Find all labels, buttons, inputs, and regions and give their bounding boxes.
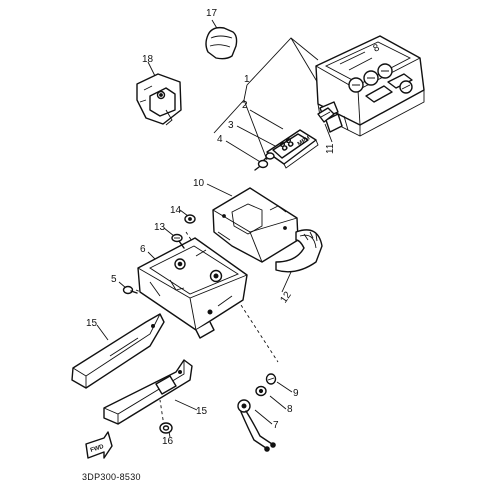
- part-15-bracket-upper: [71, 313, 165, 389]
- part-16-grommet: [159, 422, 173, 434]
- part-17-grommet: [205, 26, 238, 60]
- callout-10: 10: [193, 178, 205, 189]
- part-18-bracket: [136, 73, 182, 126]
- meter-assembly: 8: [315, 35, 425, 137]
- callout-9: 9: [293, 388, 299, 399]
- part-6-meter-case: [137, 237, 248, 339]
- callout-15-upper: 15: [86, 318, 98, 329]
- callout-8: 8: [287, 404, 293, 415]
- callout-2: 2: [242, 100, 248, 111]
- callout-13: 13: [154, 222, 166, 233]
- forward-arrow-icon: FWD: [85, 431, 113, 459]
- part-4-socket: [254, 159, 269, 171]
- drawing-code: 3DP300-8530: [82, 472, 141, 482]
- forward-arrow-label: FWD: [90, 444, 105, 454]
- callout-11: 11: [325, 143, 336, 154]
- callout-18: 18: [142, 54, 154, 65]
- callout-5: 5: [111, 274, 117, 285]
- part-2-display: 88 MPH: [266, 129, 319, 169]
- svg-text:8: 8: [372, 42, 382, 55]
- callout-1: 1: [244, 74, 250, 85]
- callout-6: 6: [140, 244, 146, 255]
- part-14-washer: [184, 214, 196, 224]
- callout-16: 16: [162, 436, 174, 447]
- part-9-bulb: [265, 373, 277, 385]
- callout-7: 7: [273, 420, 279, 431]
- part-7-lamp-cord: [237, 399, 276, 452]
- display-readout: 88: [277, 135, 297, 155]
- part-13-screw: [171, 233, 185, 249]
- callout-12: 12: [278, 290, 294, 306]
- part-12-harness: [275, 229, 323, 273]
- callout-14: 14: [170, 205, 182, 216]
- part-11-fitting: [317, 107, 335, 123]
- part-15-bracket-lower: [103, 359, 193, 425]
- callout-labels: 1 2 3 4 5 6 7 8 9 10 11 12 13 14 15 15 1…: [86, 8, 336, 447]
- callout-3: 3: [228, 120, 234, 131]
- callout-4: 4: [217, 134, 223, 145]
- callout-17: 17: [206, 8, 218, 19]
- part-10-cover: [212, 187, 299, 263]
- callout-15-lower: 15: [196, 406, 208, 417]
- part-5-screw: [122, 285, 138, 295]
- part-8-socket: [255, 385, 267, 397]
